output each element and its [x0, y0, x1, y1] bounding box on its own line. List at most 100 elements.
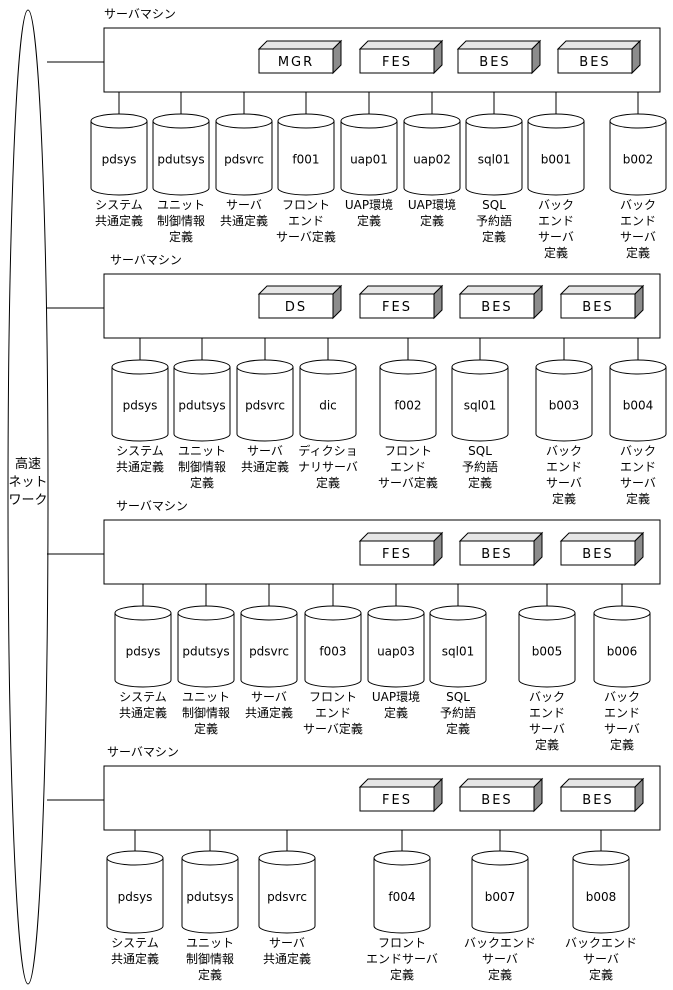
cylinder-body [240, 613, 298, 688]
disk-description: ユニット [182, 690, 230, 704]
process-front [359, 786, 435, 812]
server-process-bes: BES [458, 531, 544, 567]
network-label: ネット [8, 475, 47, 490]
cylinder-top [403, 113, 461, 129]
disk-description: 定義 [589, 967, 613, 982]
process-label: FES [382, 300, 412, 315]
process-label: BES [479, 55, 510, 70]
disk-description: UAP環境 [372, 689, 420, 704]
disk-description: サーバ定義 [303, 721, 363, 736]
disk-name: dic [319, 399, 337, 413]
process-top [458, 778, 544, 788]
process-front [459, 293, 535, 319]
disk-description: 定義 [190, 475, 214, 490]
cylinder-body [593, 613, 651, 688]
process-top [559, 778, 645, 788]
server-process-bes: BES [556, 39, 642, 75]
disk-description: 予約語 [462, 459, 498, 474]
cylinder-body [403, 121, 461, 196]
process-label: MGR [278, 55, 314, 70]
process-top [556, 40, 642, 50]
disk-description: 定義 [357, 213, 381, 228]
cylinder-top [465, 113, 523, 129]
disk-name: pdsys [123, 399, 158, 413]
cylinder-body [106, 858, 164, 934]
cylinder-top [518, 605, 576, 621]
disk-description: 定義 [626, 245, 650, 260]
network-label: ワーク [8, 493, 47, 508]
disk-description: ナリサーバ [298, 460, 358, 474]
network-label: 高速 [15, 456, 41, 472]
disk-description: 共通定義 [263, 951, 311, 966]
disk-name: pdutsys [186, 890, 233, 904]
process-label: BES [481, 300, 512, 315]
disk-description: UAP環境 [345, 197, 393, 212]
disk-description: サーバ [529, 722, 565, 736]
disk-description: サーバ [604, 722, 640, 736]
disk-name: pdsvrc [245, 399, 285, 413]
cylinder-body [429, 613, 487, 688]
cylinder-top [593, 605, 651, 621]
server-process-fes: FES [358, 777, 444, 813]
disk-description: エンド [620, 460, 656, 474]
disk-description: 予約語 [476, 213, 512, 228]
disk-name: pdsys [102, 153, 137, 167]
disk-description: 定義 [198, 967, 222, 982]
disk-description: バック [529, 690, 565, 704]
disk-description: 定義 [420, 213, 444, 228]
disk-description: システム [116, 444, 164, 458]
disk-description: エンド [315, 706, 351, 720]
disk-description: エンド [529, 706, 565, 720]
process-top [358, 40, 444, 50]
process-front [459, 786, 535, 812]
disk-description: エンド [390, 460, 426, 474]
process-label: BES [481, 793, 512, 808]
process-label: FES [382, 793, 412, 808]
disk-description: 定義 [626, 491, 650, 506]
cylinder-body [572, 858, 630, 934]
machine-title: サーバマシン [110, 253, 182, 267]
disk-description: サーバ [247, 444, 283, 458]
machine-title: サーバマシン [104, 7, 176, 21]
disk-description: サーバ定義 [378, 475, 438, 490]
cylinder-top [236, 359, 294, 375]
machine-title: サーバマシン [107, 745, 179, 759]
disk-description: 定義 [552, 491, 576, 506]
disk-description: 共通定義 [220, 213, 268, 228]
disk-description: ユニット [186, 936, 234, 950]
process-top [257, 40, 343, 50]
process-front [359, 540, 435, 566]
disk-name: pdsys [126, 645, 161, 659]
disk-name: f001 [292, 153, 319, 167]
disk-description: エンド [288, 214, 324, 228]
cylinder-body [340, 121, 398, 196]
disk-description: 制御情報 [157, 213, 205, 228]
disk-description: サーバ [583, 952, 619, 966]
process-front [457, 48, 533, 74]
disk-description: 定義 [468, 475, 492, 490]
disk-description: サーバ [251, 690, 287, 704]
cylinder-body [609, 367, 667, 442]
disk-description: バック [538, 198, 574, 212]
cylinder-top [215, 113, 273, 129]
disk-name: b008 [586, 890, 617, 904]
process-top [456, 40, 542, 50]
disk-description: バック [620, 444, 656, 458]
cylinder-top [111, 359, 169, 375]
process-label: BES [582, 300, 613, 315]
disk-description: 定義 [544, 245, 568, 260]
disk-description: SQL [468, 444, 492, 458]
process-front [359, 293, 435, 319]
disk-description: 定義 [384, 705, 408, 720]
disk-description: SQL [482, 198, 506, 212]
